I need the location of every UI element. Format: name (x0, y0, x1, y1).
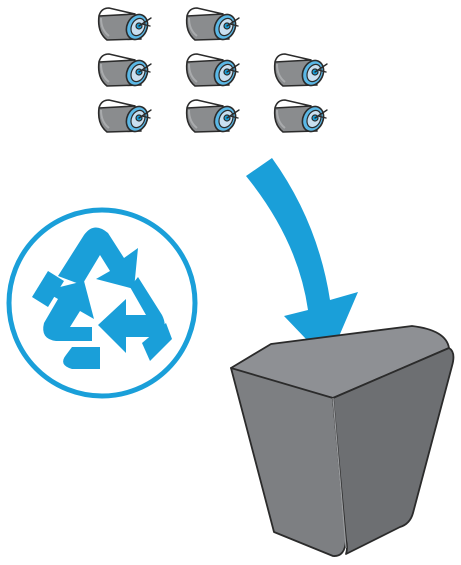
down-arrow-icon (246, 158, 358, 362)
pickup-roller-icon (185, 53, 241, 91)
pickup-roller-icon (97, 53, 153, 91)
pickup-roller-icon (273, 99, 329, 137)
pickup-roller-icon (97, 99, 153, 137)
recycle-icon (6, 207, 198, 399)
pickup-roller-icon (185, 7, 241, 45)
pickup-roller-icon (97, 7, 153, 45)
pickup-roller-icon (273, 53, 329, 91)
pickup-rollers (97, 7, 329, 137)
trash-bin-icon (230, 325, 455, 557)
pickup-roller-icon (185, 99, 241, 137)
